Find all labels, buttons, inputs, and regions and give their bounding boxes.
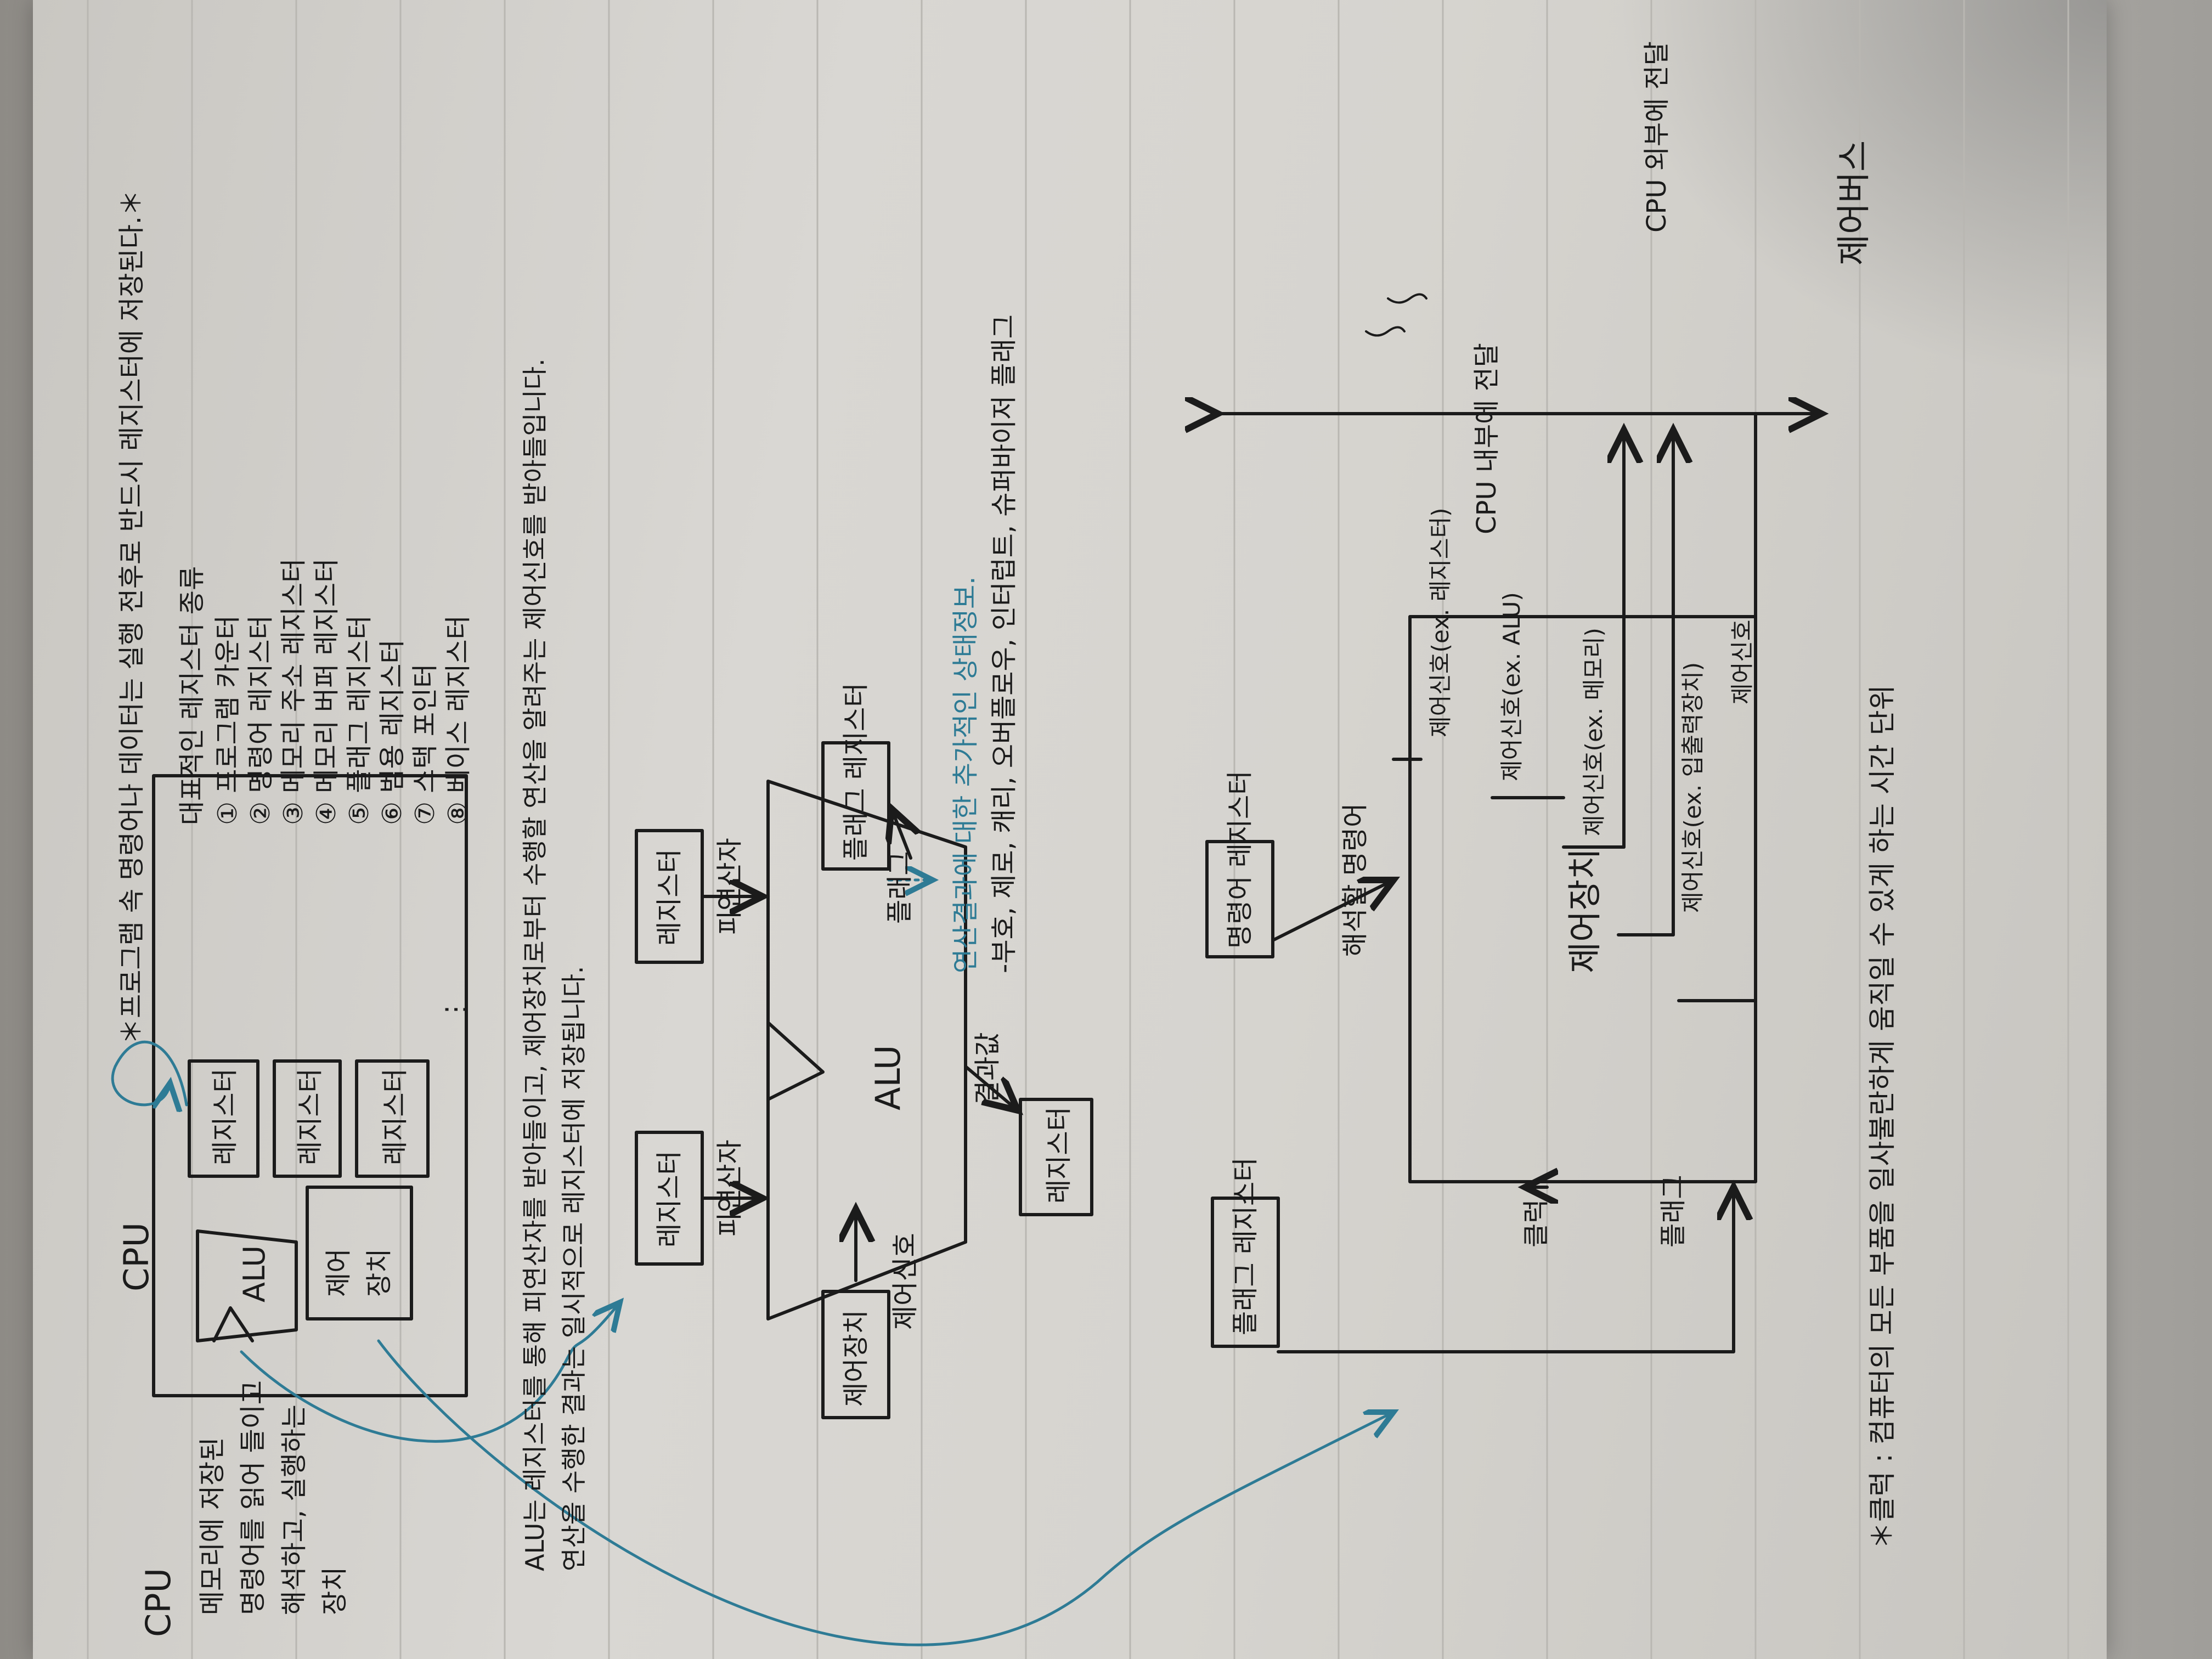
cu-flag-register-label: 플래그 레지스터: [1230, 1157, 1261, 1335]
cpu-register-label-2: 레지스터: [295, 1068, 325, 1165]
cpu-definition: 메모리에 저장된 명령어를 읽어 들이고 해석하고, 실행하는 장치: [197, 1380, 351, 1615]
alu-result-label: 결과값: [972, 1032, 1003, 1105]
alu-big-shape: [766, 780, 967, 1321]
cpu-register-label-1: 레지스터: [210, 1068, 240, 1165]
cu-output-2: 제어신호(ex. ALU): [1498, 592, 1525, 781]
cpu-alu-label: ALU: [237, 1245, 272, 1302]
notebook-page: [33, 0, 2107, 1659]
register-kind-7: ⑦ 스택 포인터: [410, 663, 441, 825]
alu-control-unit-box: [821, 1290, 890, 1419]
alu-big-label: ALU: [868, 1045, 908, 1110]
register-kind-1: ① 프로그램 카운터: [212, 615, 243, 825]
control-bus-label: 제어버스: [1833, 140, 1874, 266]
alu-control-unit-label: 제어장치: [840, 1310, 871, 1407]
register-kinds-title: 대표적인 레지스터 종류: [177, 566, 207, 825]
clock-footnote: ＊클럭 : 컴퓨터의 모든 부품을 일사불란하게 움직일 수 있게 하는 시간 …: [1866, 685, 1898, 1549]
alu-paragraph: ALU는 레지스터를 통해 피연산자를 받아들이고, 제어장치로부터 수행할 연…: [520, 358, 589, 1571]
alu-right-operand-label: 피연산자: [714, 838, 745, 935]
cu-clock-label: 클럭: [1521, 1199, 1551, 1248]
alu-left-operand-label: 피연산자: [714, 1139, 745, 1237]
alu-control-signal-label: 제어신호: [890, 1233, 921, 1330]
cu-instruction-register-box: [1205, 840, 1274, 958]
alu-right-register-label: 레지스터: [654, 849, 685, 946]
register-kind-2: ② 명령어 레지스터: [245, 615, 276, 825]
flag-examples: -부호, 제로, 캐리, 오버플로우, 인터럽트, 슈퍼바이저 플래그: [989, 314, 1019, 973]
cpu-dots: ⋮: [440, 996, 471, 1023]
alu-result-register-box: [1019, 1098, 1093, 1216]
cu-output-1: 제어신호(ex. 레지스터): [1427, 507, 1454, 737]
cpu-heading: CPU: [138, 1567, 178, 1637]
cpu-alu-shape: [196, 1229, 298, 1342]
cpu-diagram-title: CPU: [116, 1222, 156, 1291]
cpu-register-3: [355, 1059, 430, 1178]
cu-decode-label: 해석할 명령어: [1340, 803, 1370, 957]
register-kind-6: ⑥ 범용 레지스터: [377, 639, 408, 825]
alu-result-register-label: 레지스터: [1043, 1107, 1074, 1204]
cu-flag-register-box: [1211, 1197, 1280, 1348]
alu-left-register-label: 레지스터: [654, 1150, 685, 1248]
flag-note: 연산결과에 대한 추가적인 상태정보.: [950, 576, 981, 973]
cu-output-4: 제어신호(ex. 입출력장치): [1679, 662, 1706, 913]
cu-control-unit-label: 제어장치: [1565, 848, 1605, 973]
register-note: ＊프로그램 속 명령어나 데이터는 실행 전후로 반드시 레지스터에 저장된다.…: [116, 189, 147, 1045]
register-kind-5: ⑤ 플래그 레지스터: [344, 615, 375, 825]
alu-big-notch: [766, 1021, 825, 1101]
register-kind-8: ⑧ 베이스 레지스터: [443, 615, 473, 825]
cu-cpu-inside-label: CPU 내부에 전달: [1471, 343, 1502, 534]
cu-instruction-register-label: 명령어 레지스터: [1224, 770, 1255, 949]
register-kind-4: ④ 메모리 버퍼 레지스터: [311, 558, 342, 825]
cu-cpu-outside-label: CPU 외부에 전달: [1641, 41, 1672, 233]
cpu-register-label-3: 레지스터: [380, 1068, 410, 1165]
register-kind-3: ③ 메모리 주소 레지스터: [278, 558, 309, 825]
cpu-alu-notch: [212, 1306, 254, 1342]
alu-flag-register-label: 플래그 레지스터: [840, 682, 871, 861]
cpu-register-1: [188, 1059, 259, 1178]
cpu-control-box: [306, 1186, 413, 1321]
cpu-control-label: 제어 장치: [323, 1248, 395, 1297]
cu-output-3: 제어신호(ex. 메모리): [1581, 628, 1607, 836]
blue-arrow-register-note: [111, 1041, 188, 1105]
blue-arrow-alu-to-diagram: [240, 1302, 620, 1443]
cu-flag-label: 플래그: [1658, 1175, 1689, 1248]
cpu-register-2: [273, 1059, 342, 1178]
cu-output-5: 제어신호: [1729, 619, 1756, 704]
alu-flag-label: 플래그: [884, 851, 915, 924]
blue-arrow-control-to-diagram: [377, 1339, 1393, 1646]
